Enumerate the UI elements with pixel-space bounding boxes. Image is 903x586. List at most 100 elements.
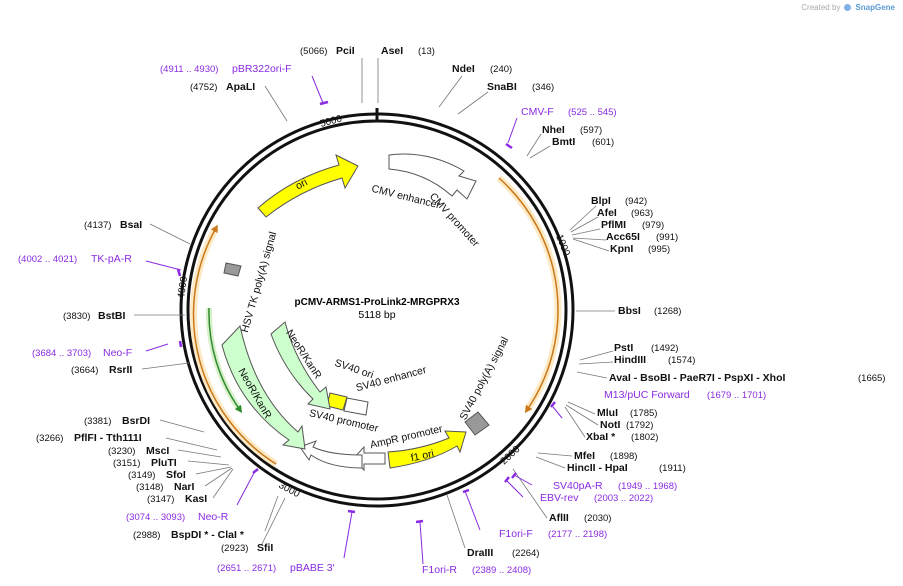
site-pos-bbsi: (1268) xyxy=(654,306,681,317)
site-name-kasi[interactable]: KasI xyxy=(185,493,207,505)
primer-pos-tk-pa-r: (4002 .. 4021) xyxy=(18,254,77,265)
site-name-nari[interactable]: NarI xyxy=(174,481,195,493)
feature-cmv: CMV enhancer CMV promoter xyxy=(370,153,482,250)
primer-name-pbabe-3[interactable]: pBABE 3' xyxy=(290,562,335,574)
site-name-mlui[interactable]: MluI xyxy=(597,407,618,419)
site-name-pflmi[interactable]: PflMI xyxy=(601,219,626,231)
feature-label-sv40-polya: SV40 poly(A) signal xyxy=(457,335,511,422)
site-pos-hincii-hpai: (1911) xyxy=(659,463,686,474)
site-name-blpi[interactable]: BlpI xyxy=(591,195,611,207)
site-name-snabi[interactable]: SnaBI xyxy=(487,81,517,93)
primer-pos-f1ori-f: (2177 .. 2198) xyxy=(548,529,607,540)
site-name-xbai[interactable]: XbaI * xyxy=(586,431,616,443)
site-name-noti[interactable]: NotI xyxy=(600,419,620,431)
site-pos-pflfi-tth111i: (3266) xyxy=(36,433,63,444)
site-pos-rsrii: (3664) xyxy=(71,365,98,376)
plasmid-length: 5118 bp xyxy=(358,309,395,321)
site-name-avai-group[interactable]: AvaI - BsoBI - PaeR7I - PspXI - XhoI xyxy=(609,372,785,384)
site-name-kpni[interactable]: KpnI xyxy=(610,243,633,255)
site-name-bmti[interactable]: BmtI xyxy=(552,136,575,148)
feature-label-ori: ori xyxy=(294,176,310,192)
primer-name-m13-puc-forward[interactable]: M13/pUC Forward xyxy=(604,389,690,401)
site-pos-bmti: (601) xyxy=(592,137,614,148)
site-name-bsai[interactable]: BsaI xyxy=(120,219,142,231)
primer-markers xyxy=(176,100,556,524)
site-name-pcii[interactable]: PciI xyxy=(336,45,355,57)
site-name-hincii-hpai[interactable]: HincII - HpaI xyxy=(567,462,628,474)
site-name-draiii[interactable]: DraIII xyxy=(467,547,493,559)
site-pos-msci: (3230) xyxy=(108,446,135,457)
feature-hsv-tk-polya: HSV TK poly(A) signal xyxy=(223,230,279,334)
site-pos-pcii: (5066) xyxy=(300,46,327,57)
site-name-bbsi[interactable]: BbsI xyxy=(618,305,641,317)
site-name-afei[interactable]: AfeI xyxy=(597,207,617,219)
primer-name-tk-pa-r[interactable]: TK-pA-R xyxy=(91,253,132,265)
primer-pos-f1ori-r: (2389 .. 2408) xyxy=(472,565,531,576)
site-name-ndei[interactable]: NdeI xyxy=(452,63,475,75)
primer-name-neo-f[interactable]: Neo-F xyxy=(103,347,132,359)
credit-prefix: Created by xyxy=(801,3,841,12)
site-pos-bspdi-clai: (2988) xyxy=(133,530,160,541)
site-pos-bsrdi: (3381) xyxy=(84,416,111,427)
site-pos-mfei: (1898) xyxy=(610,451,637,462)
primer-name-neo-r[interactable]: Neo-R xyxy=(198,511,229,523)
site-name-sfoi[interactable]: SfoI xyxy=(166,469,186,481)
site-name-mfei[interactable]: MfeI xyxy=(574,450,595,462)
site-name-bsrdi[interactable]: BsrDI xyxy=(122,415,150,427)
feature-f1-ori: f1 ori xyxy=(387,430,467,469)
primer-pos-neo-f: (3684 .. 3703) xyxy=(32,348,91,359)
site-pos-nhei: (597) xyxy=(580,125,602,136)
site-pos-sfoi: (3149) xyxy=(128,470,155,481)
site-name-acc65i[interactable]: Acc65I xyxy=(606,231,640,243)
site-name-hindiii[interactable]: HindIII xyxy=(614,354,646,366)
site-name-pluti[interactable]: PluTI xyxy=(151,457,177,469)
site-pos-pluti: (3151) xyxy=(113,458,140,469)
site-name-rsrii[interactable]: RsrII xyxy=(109,364,132,376)
site-name-apali[interactable]: ApaLI xyxy=(226,81,255,93)
site-name-msci[interactable]: MscI xyxy=(146,445,169,457)
site-pos-noti: (1792) xyxy=(626,420,653,431)
site-pos-draiii: (2264) xyxy=(512,548,539,559)
feature-sv40-polya: SV40 poly(A) signal xyxy=(457,335,511,436)
primer-leaders xyxy=(145,75,563,565)
site-pos-hindiii: (1574) xyxy=(668,355,695,366)
feature-ori: ori xyxy=(257,154,359,218)
site-pos-kasi: (3147) xyxy=(147,494,174,505)
site-pos-snabi: (346) xyxy=(532,82,554,93)
feature-neor-kanr-inner: NeoR/KanR xyxy=(270,321,331,410)
site-pos-mlui: (1785) xyxy=(630,408,657,419)
site-name-psti[interactable]: PstI xyxy=(614,342,633,354)
site-pos-kpni: (995) xyxy=(648,244,670,255)
site-name-sfii[interactable]: SfiI xyxy=(257,542,273,554)
site-pos-pflmi: (979) xyxy=(642,220,664,231)
snapgene-logo-icon xyxy=(844,4,852,11)
credit-brand: SnapGene xyxy=(855,3,895,12)
primer-name-pbr322ori-f[interactable]: pBR322ori-F xyxy=(232,63,292,75)
site-leaders xyxy=(134,58,615,549)
primer-pos-cmv-f: (525 .. 545) xyxy=(568,107,617,118)
primer-name-cmv-f[interactable]: CMV-F xyxy=(521,106,554,118)
feature-label-sv40-ori: SV40 ori xyxy=(333,357,375,381)
feature-label-hsv-tk-polya: HSV TK poly(A) signal xyxy=(239,230,279,334)
site-name-asei[interactable]: AseI xyxy=(381,45,403,57)
primer-pos-pbabe-3: (2651 .. 2671) xyxy=(217,563,276,574)
site-pos-nari: (3148) xyxy=(136,482,163,493)
plasmid-name: pCMV-ARMS1-ProLink2-MRGPRX3 xyxy=(294,297,459,308)
site-name-pflfi-tth111i[interactable]: PflFI - Tth111I xyxy=(74,432,142,444)
site-name-bspdi-clai[interactable]: BspDI * - ClaI * xyxy=(171,529,245,541)
app-credit: Created by SnapGene xyxy=(801,3,895,12)
primer-pos-sv40pa-r: (1949 .. 1968) xyxy=(618,481,677,492)
primers: (4911 .. 4930) pBR322ori-F CMV-F (525 ..… xyxy=(18,63,766,576)
site-name-aflii[interactable]: AflII xyxy=(549,512,569,524)
primer-name-f1ori-f[interactable]: F1ori-F xyxy=(499,528,533,540)
primer-name-sv40pa-r[interactable]: SV40pA-R xyxy=(553,480,603,492)
primer-name-f1ori-r[interactable]: F1ori-R xyxy=(422,564,457,576)
site-name-nhei[interactable]: NheI xyxy=(542,124,565,136)
primer-name-ebv-rev[interactable]: EBV-rev xyxy=(540,492,579,504)
site-name-bstbi[interactable]: BstBI xyxy=(98,310,126,322)
primer-pos-m13-puc-forward: (1679 .. 1701) xyxy=(707,390,766,401)
site-pos-afei: (963) xyxy=(631,208,653,219)
site-pos-apali: (4752) xyxy=(190,82,217,93)
site-pos-asei: (13) xyxy=(418,46,435,57)
